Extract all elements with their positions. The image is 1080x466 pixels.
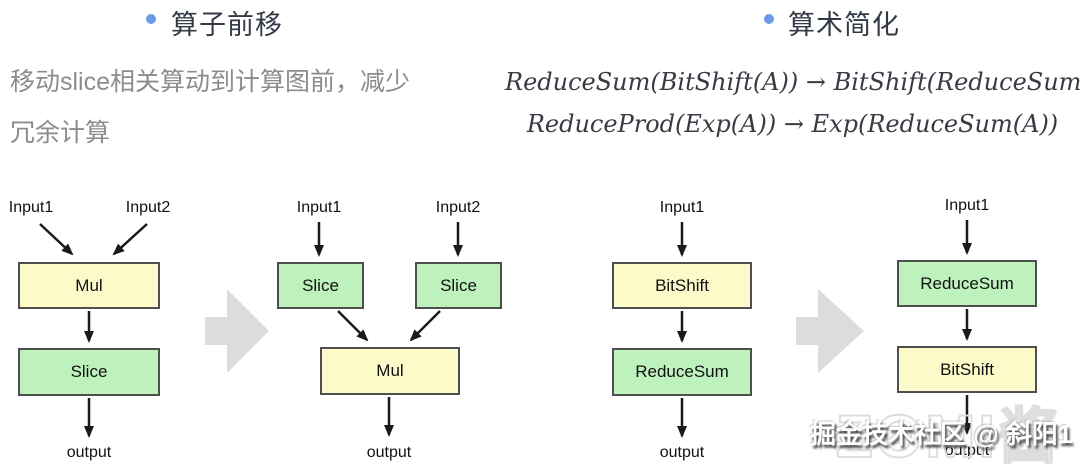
d3-input1-label: Input1 xyxy=(659,199,705,216)
d2-node-mul: Mul xyxy=(320,347,460,395)
d2-node-slice-left: Slice xyxy=(277,262,364,309)
edge-d1-input2 xyxy=(112,223,148,256)
formula-line1: ReduceSum(BitShift(A)) → BitShift(Reduce… xyxy=(505,68,1080,96)
d1-input2-label: Input2 xyxy=(125,199,171,216)
background-watermark: ZOMI酱 xyxy=(835,402,1061,466)
d1-node-slice: Slice xyxy=(18,348,160,396)
d2-input1-label: Input1 xyxy=(296,199,342,216)
left-description: 移动slice相关算动到计算图前，减少 冗余计算 xyxy=(10,57,480,159)
formula-block: ReduceSum(BitShift(A)) → BitShift(Reduce… xyxy=(505,61,1080,145)
bullet-icon xyxy=(764,14,774,24)
d2-output-label: output xyxy=(366,444,412,461)
left-description-line2: 冗余计算 xyxy=(10,119,111,147)
d1-input1-label: Input1 xyxy=(8,199,54,216)
d4-node-reducesum: ReduceSum xyxy=(897,260,1037,307)
watermark: 掘金技术社区 @ 斜阳1 xyxy=(810,419,1073,449)
d4-input1-label: Input1 xyxy=(944,197,990,214)
left-description-line1: 移动slice相关算动到计算图前，减少 xyxy=(10,68,411,96)
formula-line2: ReduceProd(Exp(A)) → Exp(ReduceSum(A)) xyxy=(526,110,1059,138)
d2-node-slice-right: Slice xyxy=(415,262,502,309)
d4-node-bitshift: BitShift xyxy=(897,346,1037,393)
d1-output-label: output xyxy=(66,444,112,461)
d3-node-bitshift: BitShift xyxy=(612,262,752,309)
d2-input2-label: Input2 xyxy=(435,199,481,216)
edge-d2-slicer-mul xyxy=(409,310,441,342)
d3-node-reducesum: ReduceSum xyxy=(612,348,752,396)
d1-node-mul: Mul xyxy=(18,262,160,309)
d3-output-label: output xyxy=(659,444,705,461)
edge-d1-input1 xyxy=(39,223,74,256)
transform-arrow-icon xyxy=(205,289,269,373)
bullet-icon xyxy=(146,14,156,24)
section-title-right: 算术简化 xyxy=(788,10,900,40)
transform-arrow-icon xyxy=(796,289,864,373)
edge-d2-slicel-mul xyxy=(337,310,369,342)
section-title-left: 算子前移 xyxy=(171,10,283,40)
d4-output-label: output xyxy=(944,442,990,459)
